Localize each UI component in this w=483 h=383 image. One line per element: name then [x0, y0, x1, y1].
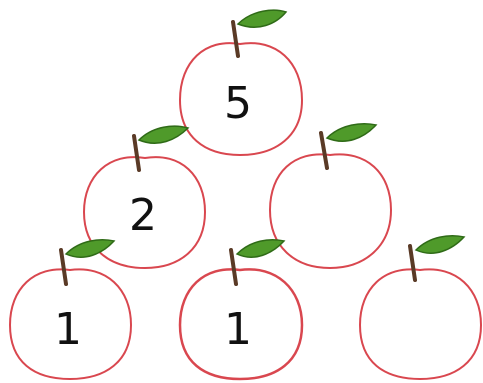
apple-middle-left-leaf: [139, 126, 188, 143]
apple-middle-right: [270, 124, 391, 268]
apple-top-number: 5: [224, 78, 252, 129]
apple-top: 5: [180, 10, 302, 155]
apple-bottom-left-number: 1: [54, 304, 82, 355]
apple-bottom-middle-number: 1: [224, 304, 252, 355]
apple-bottom-middle: 1: [180, 240, 302, 379]
apple-middle-right-body: [270, 154, 391, 268]
apple-bottom-middle-leaf: [237, 240, 284, 257]
apple-bottom-right: [360, 236, 481, 379]
apple-bottom-right-leaf: [416, 236, 464, 253]
apple-middle-left-number: 2: [129, 190, 157, 241]
apple-bottom-right-body: [360, 269, 481, 379]
apple-top-leaf: [238, 10, 286, 27]
apple-middle-right-leaf: [327, 124, 376, 141]
